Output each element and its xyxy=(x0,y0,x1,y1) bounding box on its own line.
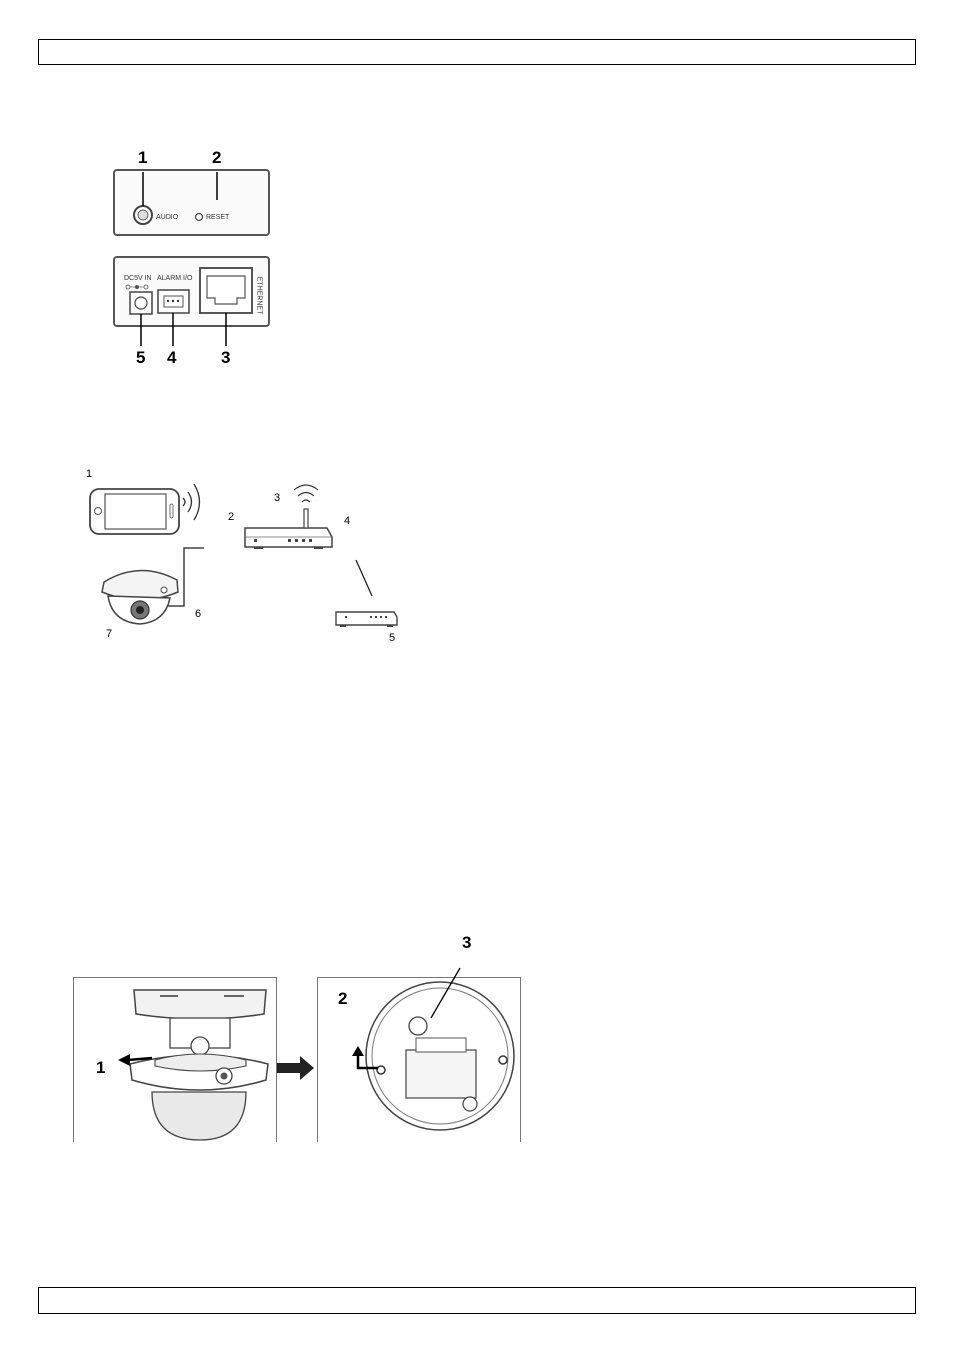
callout-1: 1 xyxy=(138,148,148,167)
left-arrow-icon xyxy=(118,1054,153,1066)
phone-wifi-waves-icon xyxy=(182,483,201,521)
front-panel xyxy=(113,169,270,236)
dome-camera-icon xyxy=(101,569,179,625)
mount-callout-3: 3 xyxy=(462,933,472,952)
dc-label: DC5V IN xyxy=(124,275,152,282)
page-footer-bar xyxy=(38,1287,916,1314)
camera-base-icon xyxy=(365,981,515,1131)
net-callout-4: 4 xyxy=(344,515,351,527)
router-modem-link-line xyxy=(355,559,373,597)
next-step-arrow-icon xyxy=(277,1056,314,1080)
router-wifi-waves-icon xyxy=(293,484,319,503)
net-callout-2: 2 xyxy=(228,511,235,523)
reset-label: RESET xyxy=(206,214,230,221)
callout-2: 2 xyxy=(212,148,222,167)
up-arrow-icon xyxy=(352,1046,378,1070)
mount-callout-1: 1 xyxy=(96,1058,106,1077)
callout-3: 3 xyxy=(221,348,231,367)
reset-button-icon xyxy=(194,212,204,222)
callout-3-leader-line xyxy=(430,967,461,1019)
net-callout-6: 6 xyxy=(195,608,202,620)
callout-4: 4 xyxy=(167,348,177,367)
wifi-router-icon xyxy=(244,508,333,549)
camera-housing-icon xyxy=(129,989,269,1141)
ethernet-cable-line xyxy=(158,547,204,607)
smartphone-icon xyxy=(89,488,180,535)
page-header-bar xyxy=(38,39,916,65)
net-callout-7: 7 xyxy=(106,628,113,640)
mount-callout-2: 2 xyxy=(338,989,348,1008)
alarm-label: ALARM I/O xyxy=(157,275,193,282)
net-callout-5: 5 xyxy=(389,632,396,644)
net-callout-1: 1 xyxy=(86,468,93,480)
audio-label: AUDIO xyxy=(156,214,179,221)
net-callout-3: 3 xyxy=(274,492,281,504)
callout-5: 5 xyxy=(136,348,146,367)
modem-icon xyxy=(335,611,398,627)
